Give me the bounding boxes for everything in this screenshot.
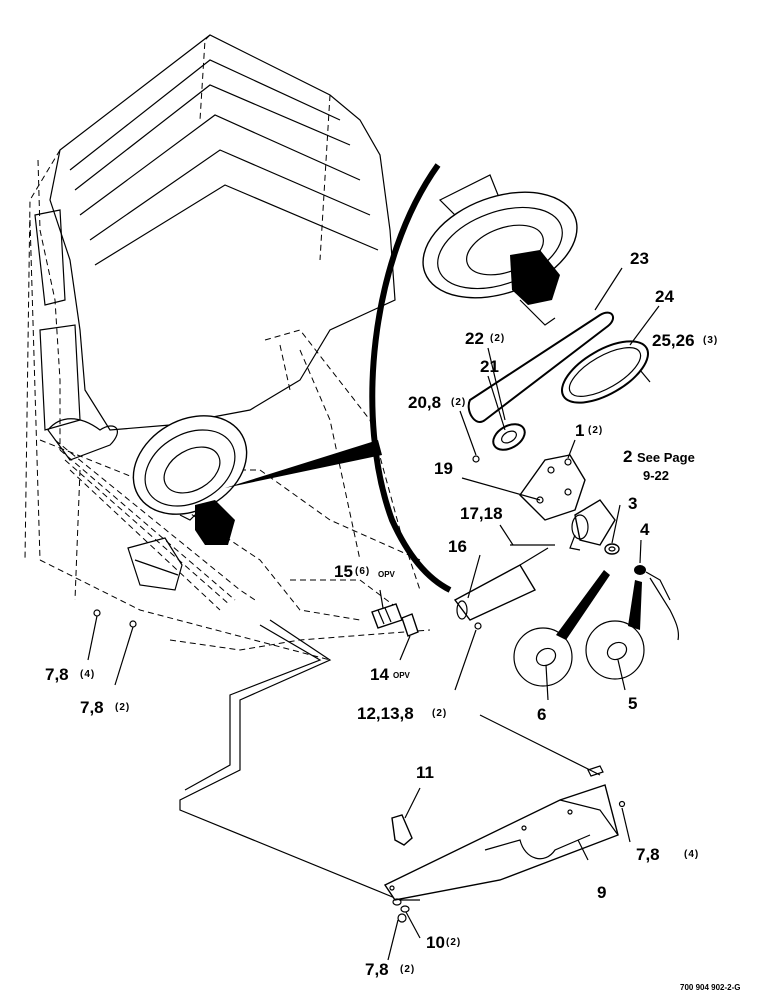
fastener-12-13-8: [474, 622, 482, 630]
svg-text:(2): (2): [446, 937, 461, 948]
svg-text:12,13,8: 12,13,8: [357, 704, 414, 723]
fastener-20-8: [472, 455, 480, 463]
part-14: [401, 613, 419, 637]
svg-text:(2): (2): [490, 333, 505, 344]
svg-text:7,8: 7,8: [365, 960, 389, 979]
svg-text:11: 11: [416, 763, 434, 782]
callout-6: 6: [537, 705, 546, 724]
svg-text:16: 16: [448, 537, 467, 556]
left-shield-plate: [127, 537, 183, 591]
callout-25-26: 25,26 (3): [652, 331, 718, 350]
left-wheel: [132, 415, 248, 545]
svg-text:19: 19: [434, 459, 453, 478]
fastener-right-4: [618, 800, 626, 808]
callout-16: 16: [448, 537, 467, 556]
svg-text:24: 24: [655, 287, 674, 306]
svg-text:(2): (2): [588, 425, 603, 436]
svg-text:4: 4: [640, 520, 650, 539]
callout-15: 15 (6) OPV: [334, 562, 396, 581]
svg-text:7,8: 7,8: [45, 665, 69, 684]
callout-17-18: 17,18: [460, 504, 503, 523]
callout-14: 14 OPV: [370, 665, 411, 684]
leader-lines: [87, 267, 660, 701]
svg-text:7,8: 7,8: [80, 698, 104, 717]
svg-text:(3): (3): [703, 335, 718, 346]
callout-23: 23: [630, 249, 649, 268]
belt-guide-band: [47, 418, 256, 611]
bolt-25-26: [639, 369, 651, 383]
callout-7-8-left-4: 7,8 (4): [45, 665, 95, 684]
belt-ring: [561, 340, 649, 404]
callout-24: 24: [655, 287, 674, 306]
main-shield-9: [383, 784, 619, 901]
nut-3: [604, 543, 620, 555]
fitting-4: [634, 565, 680, 641]
callout-7-8-bottom-2: 7,8 (2): [365, 960, 415, 979]
svg-text:9: 9: [597, 883, 606, 902]
svg-text:(2): (2): [115, 702, 130, 713]
callout-11: 11: [416, 763, 434, 782]
callout-19: 19: [434, 459, 453, 478]
fastener-1: [564, 458, 572, 466]
callout-7-8-left-2: 7,8 (2): [80, 698, 130, 717]
svg-text:OPV: OPV: [378, 570, 396, 579]
bracket-11: [391, 787, 421, 846]
figure-reference: 700 904 902-2-G: [680, 983, 741, 992]
callout-22: 22 (2): [465, 329, 505, 348]
svg-text:(2): (2): [432, 708, 447, 719]
detail-pointer: [225, 440, 382, 488]
svg-text:(4): (4): [80, 669, 95, 680]
callout-5: 5: [628, 694, 637, 713]
cylinder-16: [453, 547, 549, 621]
svg-text:25,26: 25,26: [652, 331, 695, 350]
svg-text:14: 14: [370, 665, 389, 684]
svg-text:(6): (6): [355, 566, 370, 577]
svg-text:See Page: See Page: [637, 450, 695, 465]
drive-motor: [569, 499, 616, 551]
callout-12-13-8: 12,13,8 (2): [357, 704, 447, 723]
callout-20-8: 20,8 (2): [408, 393, 466, 412]
svg-text:9-22: 9-22: [643, 468, 669, 483]
tie-line: [479, 714, 601, 776]
fastener-10: [392, 898, 410, 923]
svg-text:23: 23: [630, 249, 649, 268]
part-15: [371, 603, 403, 629]
svg-text:20,8: 20,8: [408, 393, 441, 412]
drive-wheel-detail: [422, 174, 578, 326]
svg-text:7,8: 7,8: [636, 845, 660, 864]
svg-text:(4): (4): [684, 849, 699, 860]
svg-text:(2): (2): [400, 964, 415, 975]
callout-3: 3: [628, 494, 637, 513]
svg-text:6: 6: [537, 705, 546, 724]
lower-guide-outline: [179, 619, 420, 901]
callout-4: 4: [640, 520, 650, 539]
svg-text:(2): (2): [451, 397, 466, 408]
bottom-leaders: [387, 807, 631, 961]
svg-text:1: 1: [575, 421, 584, 440]
fastener-top-right: [587, 765, 604, 777]
left-fasteners: [93, 609, 137, 628]
svg-text:3: 3: [628, 494, 637, 513]
detail-arc: [369, 163, 452, 593]
callout-21: 21: [480, 357, 499, 376]
drive-belt: [467, 311, 615, 423]
callout-9: 9: [597, 883, 606, 902]
svg-text:21: 21: [480, 357, 499, 376]
callout-10: 10 (2): [426, 933, 461, 952]
detail-circle-5: [585, 580, 645, 680]
svg-text:17,18: 17,18: [460, 504, 503, 523]
svg-text:10: 10: [426, 933, 445, 952]
mount-bracket: [519, 454, 586, 521]
detail-circle-6: [513, 570, 610, 687]
svg-text:2: 2: [623, 447, 632, 466]
callout-1: 1 (2): [575, 421, 603, 440]
svg-text:OPV: OPV: [393, 671, 411, 680]
pulley: [492, 423, 526, 451]
svg-text:15: 15: [334, 562, 353, 581]
svg-text:22: 22: [465, 329, 484, 348]
svg-text:5: 5: [628, 694, 637, 713]
callout-2: 2 See Page 9-22: [623, 447, 695, 483]
callout-7-8-right-4: 7,8 (4): [636, 845, 699, 864]
